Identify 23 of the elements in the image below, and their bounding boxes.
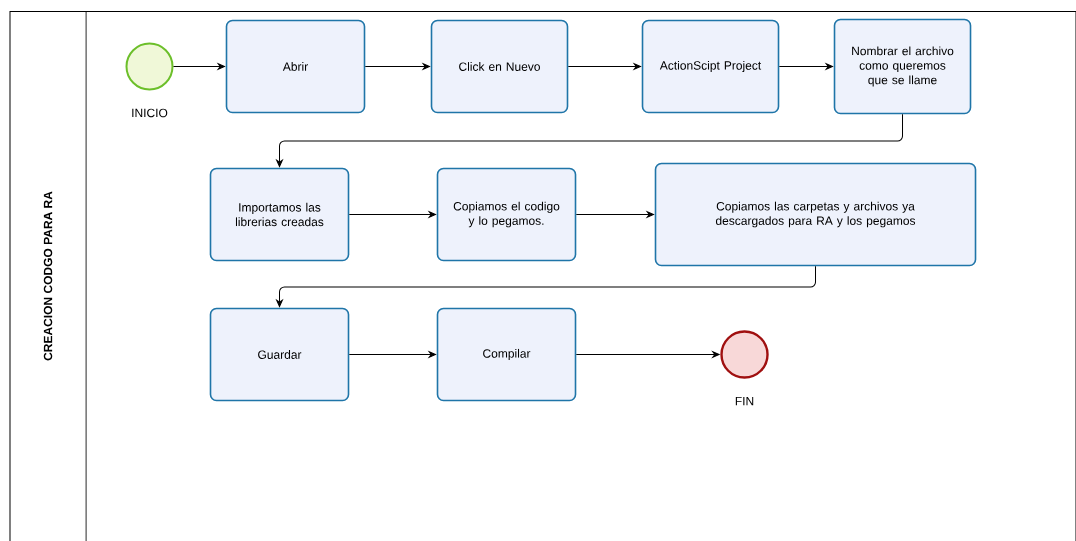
- process-box: Nombrar el archivo como queremos que se llame: [833, 18, 972, 115]
- process-box: Importamos las librerias creadas: [209, 167, 350, 262]
- start-circle: [125, 42, 174, 91]
- process-box: ActionScipt Project: [641, 19, 780, 114]
- arrow: [567, 63, 641, 70]
- arrow: [778, 63, 833, 70]
- arrow: [276, 113, 903, 167]
- arrow: [364, 63, 430, 70]
- end-circle: [720, 330, 769, 379]
- process-box: Copiamos el codigo y lo pegamos.: [436, 167, 577, 262]
- arrow: [575, 351, 720, 358]
- arrow: [348, 211, 436, 218]
- process-box: Abrir: [225, 19, 366, 114]
- arrow: [173, 63, 225, 70]
- arrow: [575, 211, 654, 218]
- event-label: INICIO: [132, 108, 168, 118]
- event-label: FIN: [735, 396, 754, 406]
- process-box: Click en Nuevo: [430, 19, 569, 114]
- arrow: [348, 351, 436, 358]
- process-box: Compilar: [436, 307, 577, 402]
- process-box: Copiamos las carpetas y archivos ya descargados para RA y los pegamos: [654, 162, 977, 267]
- arrow: [276, 265, 816, 307]
- process-box: Guardar: [209, 307, 350, 402]
